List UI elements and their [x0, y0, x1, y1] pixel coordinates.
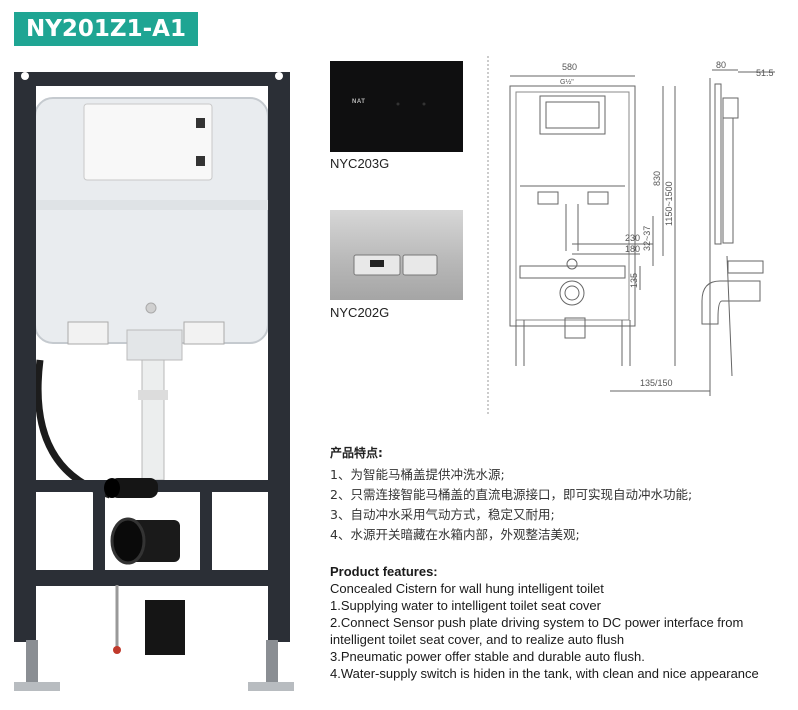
- dim-32-37: 32~37: [642, 226, 652, 251]
- dim-135-150: 135/150: [640, 378, 673, 388]
- features-en-item: 2.Connect Sensor push plate driving syst…: [330, 615, 744, 647]
- features-cn-item: 4、水源开关暗藏在水箱内部，外观整洁美观;: [330, 527, 580, 542]
- plate1-caption: NYC203G: [330, 156, 390, 171]
- push-plate-silver: [330, 210, 463, 300]
- features-cn-item: 3、自动冲水采用气动方式，稳定又耐用;: [330, 507, 555, 522]
- sensor-buttons-icon: [353, 254, 438, 276]
- cistern-frame-photo: [14, 72, 294, 691]
- features-cn-item: 1、为智能马桶盖提供冲洗水源;: [330, 467, 505, 482]
- dim-580: 580: [562, 62, 577, 72]
- features-en-item: 1.Supplying water to intelligent toilet …: [330, 598, 601, 613]
- dim-51-5: 51.5: [756, 68, 774, 78]
- dim-g12: G½": [560, 78, 574, 86]
- features-cn-title: 产品特点:: [330, 446, 383, 460]
- dim-80: 80: [716, 60, 726, 70]
- dim-135: 135: [629, 273, 639, 288]
- features-cn: 产品特点: 1、为智能马桶盖提供冲洗水源; 2、只需连接智能马桶盖的直流电源接口…: [330, 444, 790, 545]
- dim-830: 830: [652, 171, 662, 186]
- dim-230: 230: [625, 233, 640, 243]
- features-en-item: Concealed Cistern for wall hung intellig…: [330, 581, 604, 596]
- features-en: Product features: Concealed Cistern for …: [330, 563, 792, 682]
- brand-logo: NAT: [352, 99, 366, 105]
- features-en-item: 4.Water-supply switch is hiden in the ta…: [330, 666, 759, 681]
- sensor-dots-icon: [396, 102, 426, 106]
- features-en-item: 3.Pneumatic power offer stable and durab…: [330, 649, 645, 664]
- technical-drawing: 580 G½" 830 1150~1500 32~37 230 180 135 …: [487, 56, 775, 416]
- model-badge: NY201Z1-A1: [14, 12, 198, 46]
- plate2-caption: NYC202G: [330, 305, 390, 320]
- features-cn-item: 2、只需连接智能马桶盖的直流电源接口，即可实现自动冲水功能;: [330, 487, 693, 502]
- features-en-title: Product features:: [330, 564, 438, 579]
- dim-1150-1500: 1150~1500: [664, 181, 674, 226]
- dim-180: 180: [625, 244, 640, 254]
- push-plate-black: NAT: [330, 61, 463, 152]
